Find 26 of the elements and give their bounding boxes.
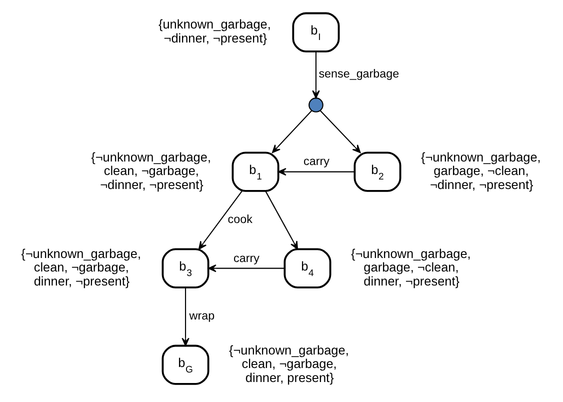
arrow (272, 110, 312, 153)
arrow (208, 264, 285, 272)
arrow (278, 167, 355, 176)
edge-label: wrap (189, 309, 215, 322)
arrow (265, 190, 298, 250)
arrow (198, 190, 242, 250)
node-label: {¬unknown_garbage, clean, ¬garbage, dinner, ¬present} (21, 245, 141, 288)
arrow (182, 287, 190, 346)
node-label: {unknown_garbage, ¬dinner, ¬present} (158, 16, 271, 46)
arrow (312, 51, 320, 98)
node-box: b$_{1}$ (232, 151, 280, 192)
edge-label: cook (228, 212, 252, 226)
edge-label: carry (304, 154, 330, 168)
arrow (320, 110, 361, 153)
node-label: {¬unknown_garbage, garbage, ¬clean, dinner, ¬present} (350, 245, 471, 288)
node-label: {¬unknown_garbage, clean, ¬garbage, dinner, present} (229, 342, 349, 384)
edge-label: carry (234, 251, 260, 264)
node-box: b$_{4}$ (284, 248, 332, 288)
node-box: b$_{2}$ (354, 151, 402, 192)
node-box: b$_{I}$ (292, 12, 340, 52)
node-box: b$_{3}$ (162, 248, 210, 288)
node-label: {¬unknown_garbage, garbage, ¬clean, ¬dinner, ¬present} (420, 148, 541, 192)
node-label: {¬unknown_garbage, clean, ¬garbage, ¬dinner, ¬present} (91, 148, 211, 192)
node-circle (308, 97, 324, 112)
node-box: b$_{G}$ (162, 344, 210, 384)
edge-label: sense_garbage (318, 67, 400, 80)
